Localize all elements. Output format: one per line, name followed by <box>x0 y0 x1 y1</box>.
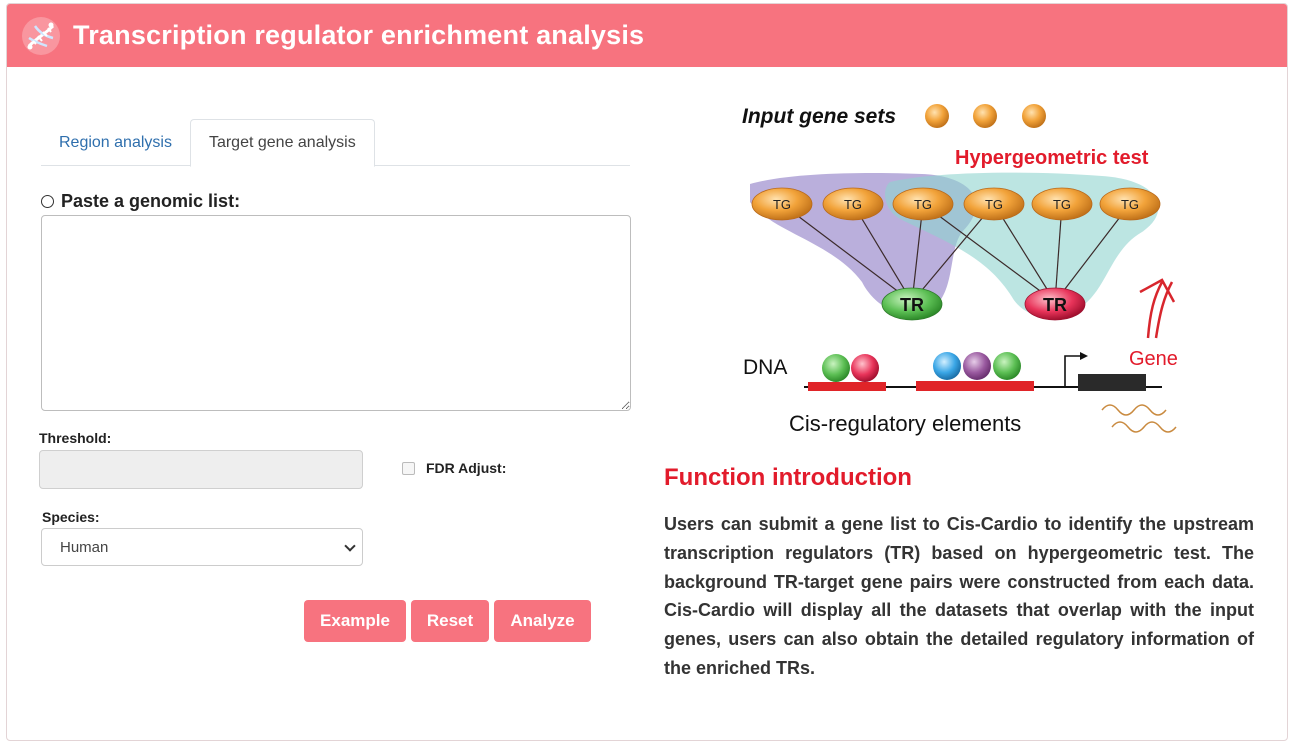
paste-list-label: Paste a genomic list: <box>61 191 241 211</box>
dna-helix-icon <box>22 16 60 55</box>
analysis-panel: Transcription regulator enrichment analy… <box>6 3 1288 741</box>
mrna-wave-icon <box>1101 404 1177 433</box>
gene-label: Gene <box>1129 348 1178 370</box>
target-gene-label: TG <box>844 197 862 212</box>
gene-body <box>1078 374 1146 391</box>
input-gene-dot <box>1022 104 1046 128</box>
dna-label: DNA <box>743 356 787 379</box>
gene-list-textarea[interactable] <box>41 215 631 411</box>
species-select[interactable]: Human <box>41 528 363 566</box>
paste-list-radio[interactable] <box>41 195 54 208</box>
upregulation-arrow-icon <box>1139 278 1176 339</box>
function-intro-title: Function introduction <box>664 464 912 491</box>
target-gene-label: TG <box>914 197 932 212</box>
target-gene-label: TG <box>773 197 791 212</box>
input-gene-sets-label: Input gene sets <box>742 105 896 128</box>
tf-binding-dot <box>993 352 1021 380</box>
reset-button[interactable]: Reset <box>411 600 489 642</box>
species-selected-value: Human <box>60 538 109 556</box>
example-button[interactable]: Example <box>304 600 406 642</box>
analyze-button[interactable]: Analyze <box>494 600 591 642</box>
tf-binding-dot <box>851 354 879 382</box>
tab-region-analysis[interactable]: Region analysis <box>59 133 172 151</box>
target-gene-node <box>751 187 813 221</box>
tr-red-label: TR <box>1043 295 1067 315</box>
panel-header: Transcription regulator enrichment analy… <box>7 4 1287 67</box>
target-gene-label: TG <box>1121 197 1139 212</box>
chevron-down-icon <box>344 540 356 552</box>
tab-target-gene-analysis[interactable]: Target gene analysis <box>189 119 375 167</box>
tss-arrow-icon <box>1064 355 1084 386</box>
function-intro-text: Users can submit a gene list to Cis-Card… <box>664 514 1254 678</box>
tf-binding-dot <box>822 354 850 382</box>
hypergeometric-test-label: Hypergeometric test <box>955 147 1149 169</box>
transcription-regulator-green <box>881 287 943 321</box>
enrichment-diagram: Input gene sets Hypergeometric test TG T… <box>742 104 1178 436</box>
page-title: Transcription regulator enrichment analy… <box>73 20 645 50</box>
target-gene-node <box>822 187 884 221</box>
transcription-regulator-red <box>1024 287 1086 321</box>
tf-binding-dot <box>933 352 961 380</box>
fdr-adjust-option[interactable]: FDR Adjust: <box>402 460 506 476</box>
regulation-lines <box>781 203 1131 303</box>
target-gene-node <box>963 187 1025 221</box>
cis-element-bar <box>808 382 886 391</box>
threshold-label: Threshold: <box>39 430 112 446</box>
target-gene-node <box>1031 187 1093 221</box>
cis-regulatory-label: Cis-regulatory elements <box>789 411 1021 436</box>
input-gene-dot <box>973 104 997 128</box>
cis-element-bar <box>916 381 1034 391</box>
tr-green-label: TR <box>900 295 924 315</box>
target-gene-label: TG <box>1053 197 1071 212</box>
target-gene-node <box>892 187 954 221</box>
target-gene-label: TG <box>985 197 1003 212</box>
target-gene-node <box>1099 187 1161 221</box>
threshold-input[interactable] <box>39 450 363 489</box>
species-label: Species: <box>42 509 100 525</box>
paste-list-option[interactable]: Paste a genomic list: <box>41 191 240 212</box>
tss-arrowhead-icon <box>1080 352 1088 360</box>
tf-binding-dot <box>963 352 991 380</box>
fdr-adjust-label: FDR Adjust: <box>426 460 507 476</box>
fdr-adjust-checkbox[interactable] <box>402 461 415 475</box>
analysis-tabs: Region analysis Target gene analysis <box>41 119 630 167</box>
input-gene-dot <box>925 104 949 128</box>
